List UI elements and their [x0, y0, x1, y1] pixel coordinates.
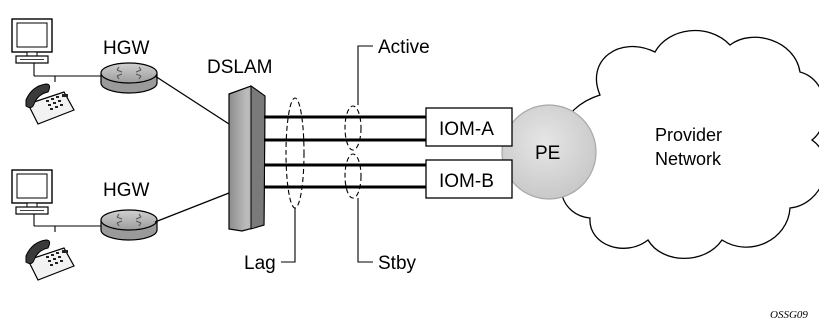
computer-icon	[12, 19, 52, 63]
provider-network-label-line1: Provider	[655, 125, 722, 145]
computer-icon	[12, 170, 52, 214]
hgw-top-wiring	[34, 62, 104, 82]
router-icon	[101, 63, 157, 93]
stby-label: Stby	[378, 253, 417, 274]
hgw-dslam-links	[155, 76, 229, 222]
hgw-label: HGW	[103, 180, 150, 201]
router-icon	[101, 210, 157, 240]
figure-id: OSSG09	[770, 309, 808, 321]
iom-a-label: IOM-A	[439, 119, 494, 140]
hgw-label: HGW	[103, 38, 150, 59]
pe-label: PE	[535, 143, 560, 164]
lag-label: Lag	[244, 253, 276, 274]
callout-lines	[281, 46, 373, 262]
subscriber-group-bottom: HGW	[12, 170, 157, 280]
hgw-bottom-wiring	[34, 213, 104, 232]
stby-group-ellipse	[345, 154, 361, 198]
subscriber-group-top: HGW	[12, 19, 157, 124]
iom-b-label: IOM-B	[439, 171, 494, 192]
iom-b-card: IOM-B	[426, 160, 512, 198]
lag-bundle-ellipse	[286, 98, 304, 208]
dslam-label: DSLAM	[207, 57, 272, 78]
dslam-chassis-icon	[229, 86, 265, 231]
provider-network-label-line2: Network	[655, 149, 722, 169]
active-group-ellipse	[345, 106, 361, 150]
phone-icon	[26, 240, 74, 280]
active-label: Active	[378, 37, 430, 58]
iom-a-card: IOM-A	[426, 108, 512, 146]
phone-icon	[26, 84, 74, 124]
